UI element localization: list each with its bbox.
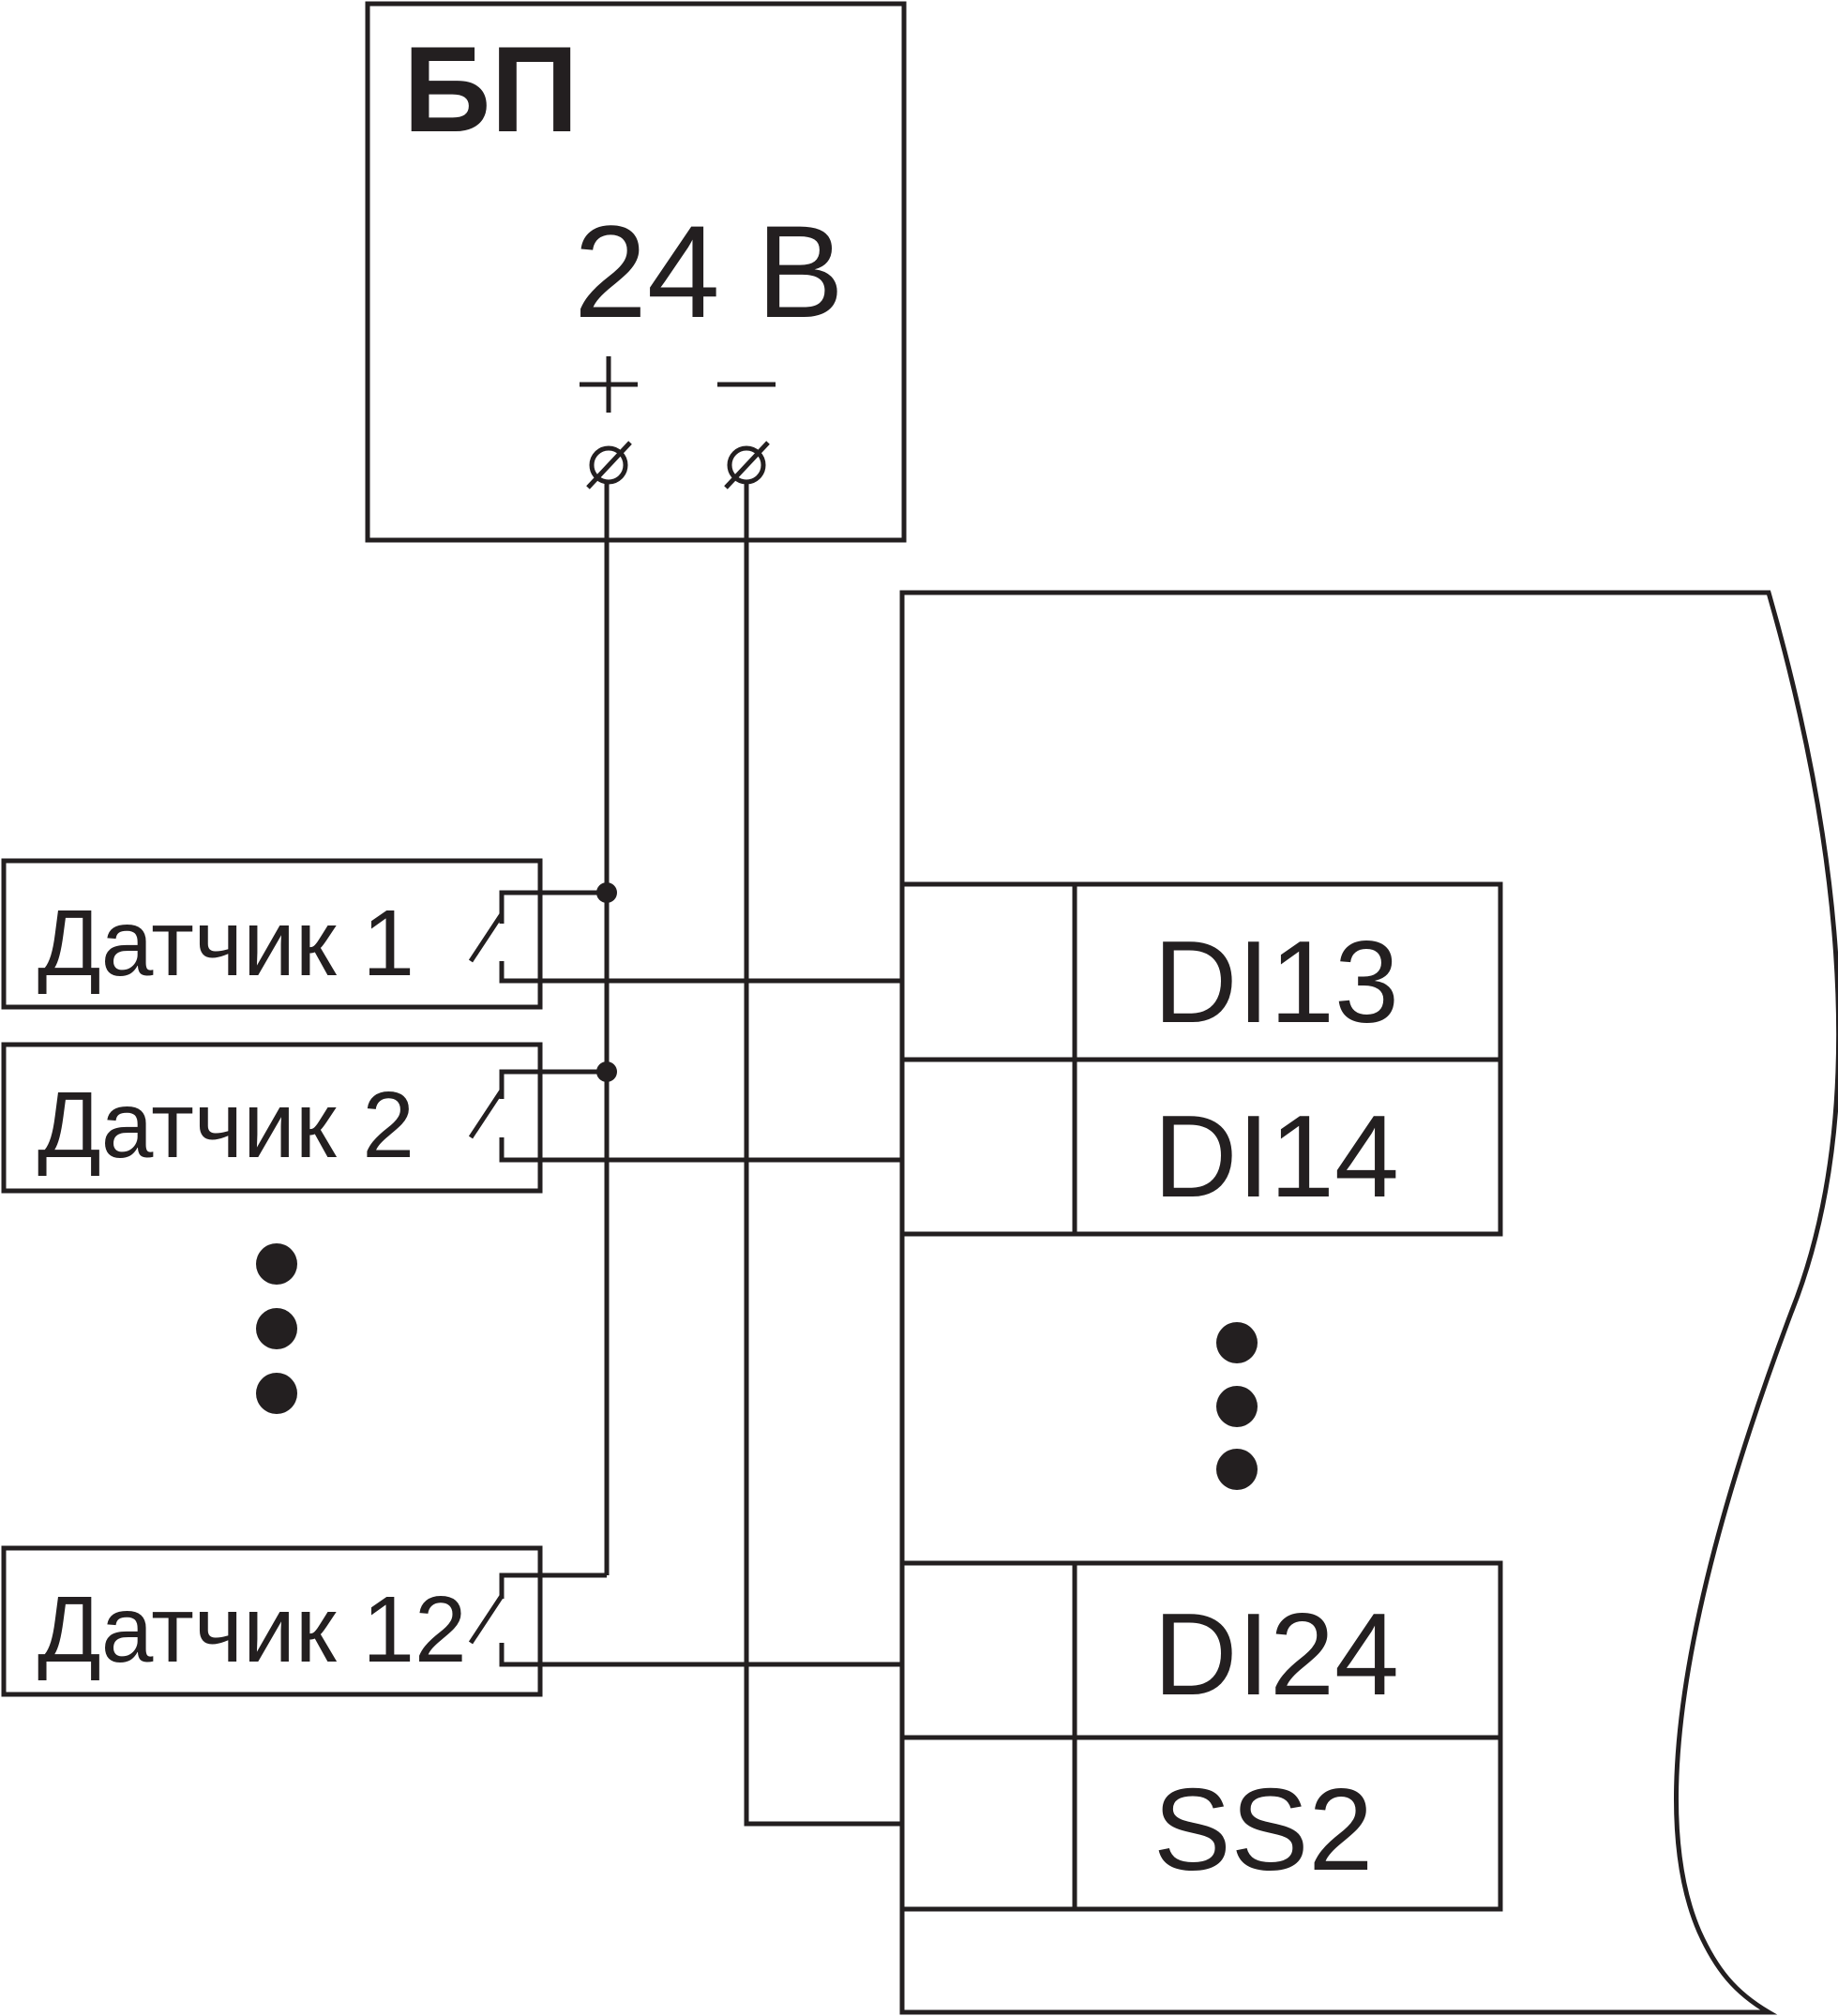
sensor-1-contact <box>468 890 902 984</box>
sensors-ellipsis <box>256 1243 297 1414</box>
terminal-block-lower <box>899 1560 1503 1912</box>
terminal-di13-label: DI13 <box>1153 918 1399 1047</box>
sensor-1: Датчик 1 <box>1 858 543 1010</box>
sensor-2-label: Датчик 2 <box>38 1073 414 1178</box>
controller-module: DI13 DI14 DI24 SS2 <box>899 590 1838 2015</box>
sensor-12-contact <box>468 1572 902 1667</box>
terminal-di14-label: DI14 <box>1153 1092 1399 1222</box>
power-supply-title: БП <box>403 21 579 158</box>
controller-outline <box>899 590 1838 2015</box>
power-supply-voltage: 24 В <box>574 198 844 345</box>
terminals-ellipsis <box>1216 1322 1258 1490</box>
sensor-2-contact <box>468 1069 902 1163</box>
plus-terminal-icon <box>586 441 632 489</box>
terminal-ss2-label: SS2 <box>1153 1766 1373 1895</box>
sensor-2: Датчик 2 <box>1 1042 543 1194</box>
power-supply-block: БП 24 В <box>365 1 907 543</box>
minus-terminal-icon <box>724 441 770 489</box>
terminal-block-upper <box>899 881 1503 1237</box>
sensor-1-label: Датчик 1 <box>38 891 414 996</box>
sensor-12-label: Датчик 12 <box>38 1577 467 1682</box>
plus-sign <box>580 356 638 413</box>
sensor-12: Датчик 12 <box>1 1545 543 1697</box>
power-supply-box <box>365 1 907 543</box>
minus-wire <box>744 482 902 1827</box>
terminal-di24-label: DI24 <box>1153 1590 1399 1720</box>
